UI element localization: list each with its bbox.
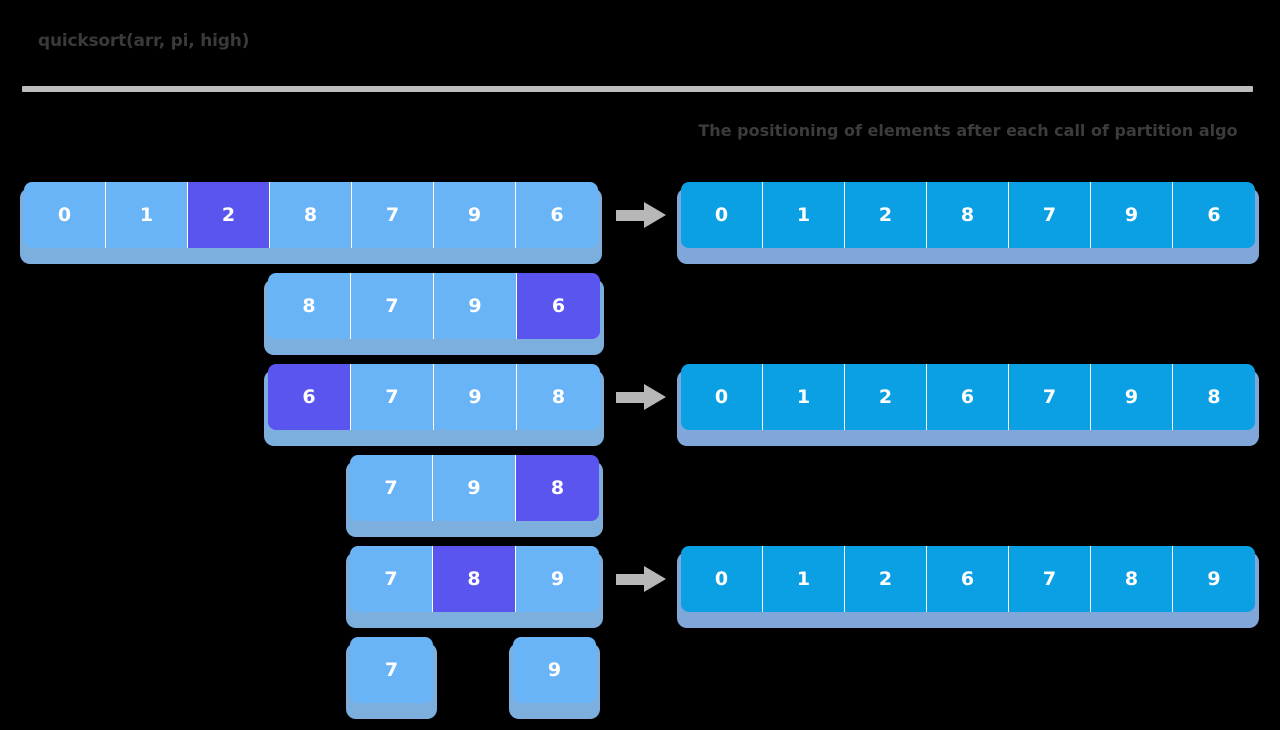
array-cell: 0 [681, 546, 763, 612]
array-container: 9 [509, 637, 600, 719]
array-cell: 9 [516, 546, 599, 612]
array-cell: 0 [681, 182, 763, 248]
array-cell: 9 [1173, 546, 1255, 612]
array-cell: 0 [24, 182, 106, 248]
array-cell: 7 [350, 455, 433, 521]
array-cell: 9 [433, 455, 516, 521]
array-cell: 7 [350, 546, 433, 612]
array-cell: 8 [1173, 364, 1255, 430]
array-cell-pivot: 8 [516, 455, 599, 521]
right-arrow-icon [616, 202, 668, 228]
arrow-head [644, 202, 666, 228]
page-title: quicksort(arr, pi, high) [38, 31, 250, 51]
right-panel-heading: The positioning of elements after each c… [698, 121, 1238, 140]
arrow-shaft [616, 574, 646, 585]
array-cell: 9 [434, 364, 517, 430]
header-divider [22, 86, 1253, 92]
array-cell: 9 [434, 182, 516, 248]
array-cells: 9 [513, 637, 596, 703]
array-cell: 9 [1091, 364, 1173, 430]
array-cell: 7 [351, 364, 434, 430]
arrow-shaft [616, 392, 646, 403]
array-cell: 8 [927, 182, 1009, 248]
array-cell: 2 [845, 364, 927, 430]
array-cell: 2 [845, 182, 927, 248]
array-cell: 9 [513, 637, 596, 703]
array-cell: 9 [434, 273, 517, 339]
array-cell: 7 [352, 182, 434, 248]
array-cell: 8 [268, 273, 351, 339]
array-cell-pivot: 8 [433, 546, 516, 612]
arrow-head [644, 384, 666, 410]
array-cells: 7 [350, 637, 433, 703]
array-cell: 6 [516, 182, 598, 248]
array-cell: 7 [1009, 546, 1091, 612]
array-cell: 1 [763, 364, 845, 430]
array-container: 7 [346, 637, 437, 719]
array-cell: 2 [845, 546, 927, 612]
array-cell: 7 [1009, 364, 1091, 430]
array-cell: 1 [763, 546, 845, 612]
leaf-array-row: 7 [346, 637, 437, 719]
arrow-shaft [616, 210, 646, 221]
array-cell: 1 [106, 182, 188, 248]
array-cell: 8 [270, 182, 352, 248]
array-cell-pivot: 6 [268, 364, 351, 430]
leaf-array-row: 9 [509, 637, 600, 719]
array-cell: 8 [1091, 546, 1173, 612]
array-cell: 6 [927, 364, 1009, 430]
array-cell: 6 [927, 546, 1009, 612]
array-cell: 7 [1009, 182, 1091, 248]
arrow-head [644, 566, 666, 592]
array-cell-pivot: 2 [188, 182, 270, 248]
array-cell: 7 [350, 637, 433, 703]
right-arrow-icon [616, 566, 668, 592]
array-cell: 8 [517, 364, 600, 430]
right-arrow-icon [616, 384, 668, 410]
array-cell: 9 [1091, 182, 1173, 248]
array-cell: 7 [351, 273, 434, 339]
array-cell: 0 [681, 364, 763, 430]
array-cell: 6 [1173, 182, 1255, 248]
array-cell: 1 [763, 182, 845, 248]
array-cell-pivot: 6 [517, 273, 600, 339]
